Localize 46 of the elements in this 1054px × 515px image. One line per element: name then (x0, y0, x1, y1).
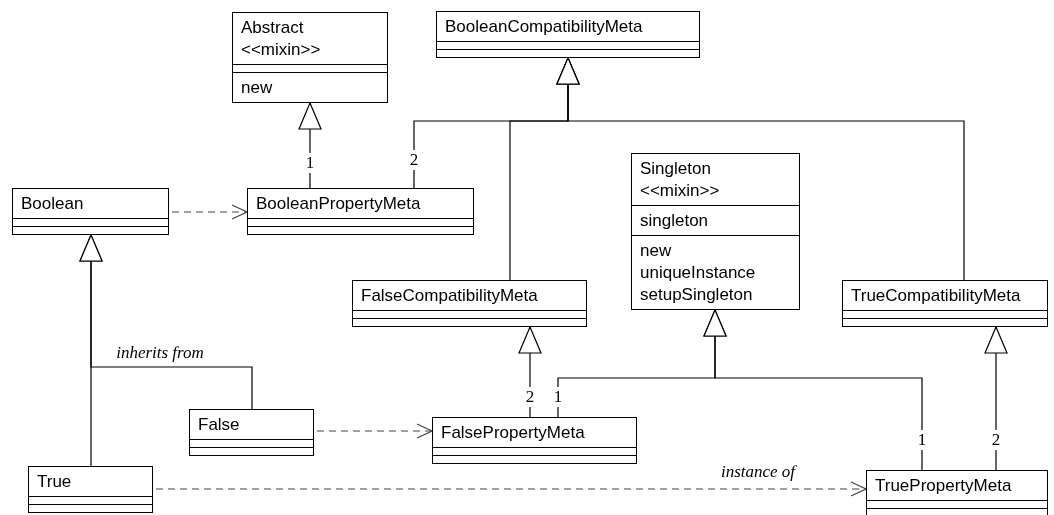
class-name: TrueCompatibilityMeta (851, 285, 1022, 307)
dependency-arrow (171, 204, 248, 220)
class-box (631, 153, 800, 310)
multiplicity-label: 1 (304, 153, 316, 173)
dependency-arrow (155, 481, 867, 497)
inheritance-arrow (518, 326, 542, 418)
attribute-name: singleton (640, 210, 710, 232)
inheritance-arrow (703, 309, 923, 471)
multiplicity-label: 1 (916, 430, 928, 450)
inheritance-arrow (298, 102, 322, 189)
multiplicity-label: 2 (990, 430, 1002, 450)
edge-label: inherits from (116, 344, 204, 362)
class-name: FalseCompatibilityMeta (361, 285, 539, 307)
class-box (432, 417, 637, 464)
class-box (352, 280, 587, 327)
operation-name: setupSingleton (640, 284, 754, 306)
stereotype-label: <<mixin>> (241, 39, 322, 61)
operation-name: new (241, 77, 274, 99)
class-name: BooleanPropertyMeta (256, 193, 422, 215)
multiplicity-label: 2 (524, 387, 536, 407)
dependency-arrow (316, 423, 433, 439)
class-box (866, 470, 1048, 515)
operation-name: uniqueInstance (640, 262, 757, 284)
class-box (28, 466, 153, 513)
class-box (436, 11, 700, 58)
class-name: FalsePropertyMeta (441, 422, 586, 444)
multiplicity-label: 2 (408, 150, 420, 170)
class-name: BooleanCompatibilityMeta (445, 16, 644, 38)
class-box (247, 188, 474, 235)
class-name: Singleton (640, 158, 712, 180)
class-box (189, 409, 314, 456)
stereotype-label: <<mixin>> (640, 180, 721, 202)
class-name: Boolean (21, 193, 85, 215)
class-box (842, 280, 1048, 327)
class-box (232, 12, 388, 103)
operation-name: new (640, 240, 673, 262)
class-name: Abstract (241, 17, 305, 39)
class-name: TruePropertyMeta (875, 475, 1013, 497)
multiplicity-label: 1 (552, 387, 564, 407)
inheritance-arrow (79, 234, 253, 410)
edge-label: instance of (720, 463, 796, 481)
inheritance-arrow (984, 326, 1008, 471)
class-box (12, 188, 169, 235)
class-name: False (198, 414, 241, 436)
class-name: True (37, 471, 73, 493)
inheritance-arrow (556, 57, 965, 281)
